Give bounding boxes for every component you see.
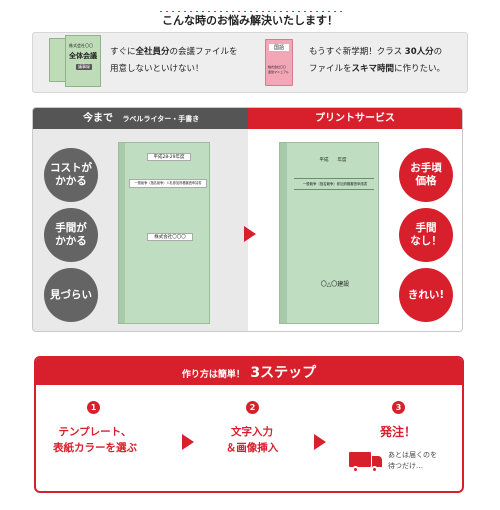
issue-1-text-b: 全社員分 xyxy=(135,47,170,57)
after-label-year: 平成 年度 xyxy=(319,158,347,163)
meeting-file-line-2: 全体会議 xyxy=(69,52,97,60)
after-label-company: 〇△〇建設 xyxy=(320,281,350,288)
steps-title-prefix: 作り方は簡単！ xyxy=(181,370,245,380)
comparison-arrow xyxy=(244,226,256,242)
step-1-label: テンプレート、 表紙カラーを選ぶ xyxy=(53,426,137,454)
after-header: プリントサービス xyxy=(248,108,462,129)
after-binder-illustration: 平成 年度 一般競争（指名競争）参加資格審査申請書 〇△〇建設 xyxy=(279,142,379,324)
before-bubble-effort: 手間が かかる xyxy=(44,208,98,262)
after-bubble-clean: きれい! xyxy=(399,268,453,322)
issue-2-text: もうすぐ新学期！クラス 30人分の ファイルをスキマ時間に作りたい。 xyxy=(309,44,467,78)
after-label-title: 一般競争（指名競争）参加資格審査申請書 xyxy=(302,182,368,186)
issue-1-text: すぐに全社員分の会議ファイルを 用意しないといけない！ xyxy=(110,44,260,78)
before-label-company: 株式会社〇〇〇 xyxy=(147,233,193,241)
meeting-file-line-3: 議事録 xyxy=(76,64,92,70)
issue-1-text-line2: 用意しないといけない！ xyxy=(110,64,204,74)
after-binder-spine xyxy=(280,143,287,323)
problems-box: 株式会社〇〇 全体会議 議事録 すぐに全社員分の会議ファイルを 用意しないといけ… xyxy=(32,32,468,93)
step-2-number: 2 xyxy=(246,401,259,414)
school-notebook-illustration: 国語 株式会社〇〇 運営マニュアル xyxy=(265,39,293,86)
step-3-label: 発注！ xyxy=(379,425,416,439)
step-3-note: あとは届くのを 待つだけ… xyxy=(388,451,437,470)
step-1-number: 1 xyxy=(87,401,100,414)
issue-2-text-d: ファイルを xyxy=(309,64,352,74)
issue-1-text-a: すぐに xyxy=(110,47,136,57)
before-header: 今まで ラベルライター・手書き xyxy=(33,108,248,129)
issue-2-text-c: の xyxy=(433,47,443,57)
before-bubble-cost: コストが かかる xyxy=(44,148,98,202)
before-subtitle: ラベルライター・手書き xyxy=(122,115,200,123)
notebook-line-1: 国語 xyxy=(269,44,289,51)
after-bubble-price: お手頃 価格 xyxy=(399,148,453,202)
step-arrow-1 xyxy=(182,434,194,450)
steps-title-main: 3ステップ xyxy=(250,365,317,381)
meeting-file-illustration: 株式会社〇〇 全体会議 議事録 xyxy=(65,35,101,87)
notebook-line-2: 株式会社〇〇 xyxy=(268,65,287,69)
after-bubble-effortless: 手間 なし！ xyxy=(399,208,453,262)
notebook-line-3: 運営マニュアル xyxy=(268,70,289,74)
step-arrow-2 xyxy=(314,434,326,450)
delivery-truck-icon xyxy=(349,452,383,474)
before-bubble-readability: 見づらい xyxy=(44,268,98,322)
step-3-number: 3 xyxy=(392,401,405,414)
issue-1-text-c: の会議ファイルを xyxy=(169,47,238,57)
issue-2-text-a: もうすぐ新学期！クラス xyxy=(309,47,405,57)
issue-2-text-f: に作りたい。 xyxy=(394,64,446,74)
after-label-rule xyxy=(294,178,374,179)
after-label-rule-2 xyxy=(294,189,374,190)
before-binder-spine xyxy=(119,143,125,323)
before-binder-illustration: 平成28-29年度 一般競争（指名競争）入札参加資格審査申請書 株式会社〇〇〇 xyxy=(118,142,210,324)
before-label-year: 平成28-29年度 xyxy=(147,153,191,161)
header-dots xyxy=(158,10,342,13)
steps-header: 作り方は簡単！ 3ステップ xyxy=(36,358,462,385)
steps-section: 作り方は簡単！ 3ステップ 1 テンプレート、 表紙カラーを選ぶ 2 文字入力 … xyxy=(34,356,464,493)
before-label-title: 一般競争（指名競争）入札参加資格審査申請書 xyxy=(129,179,207,188)
page-title: こんな時のお悩み解決いたします！ xyxy=(162,14,338,27)
issue-2-text-b: 30人分 xyxy=(404,47,434,57)
comparison-panel: 今まで ラベルライター・手書き プリントサービス コストが かかる 手間が かか… xyxy=(32,107,463,332)
meeting-file-line-1: 株式会社〇〇 xyxy=(69,43,93,48)
issue-2-text-e: スキマ時間 xyxy=(351,64,395,74)
step-2-label: 文字入力 ＆画像挿入 xyxy=(225,426,279,454)
before-title: 今まで xyxy=(83,113,113,124)
